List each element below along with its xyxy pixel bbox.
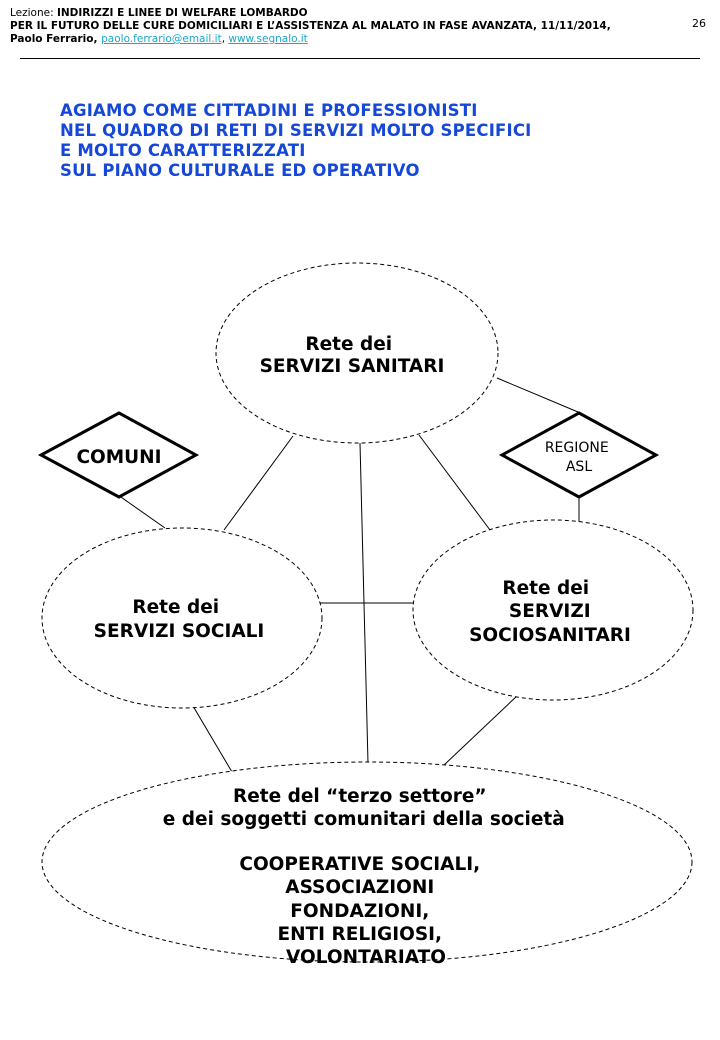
- label-regione-asl: REGIONE ASL: [545, 440, 613, 475]
- header-line-1: Lezione: INDIRIZZI E LINEE DI WELFARE LO…: [10, 7, 308, 19]
- heading-line: E MOLTO CARATTERIZZATI: [60, 141, 306, 160]
- page-header: Lezione: INDIRIZZI E LINEE DI WELFARE LO…: [10, 7, 700, 46]
- label-line: REGIONE: [545, 440, 609, 456]
- label-line: e dei soggetti comunitari della società: [163, 809, 565, 830]
- diamond-regione-asl: [498, 411, 660, 499]
- connector-comuni-sociali: [117, 494, 166, 529]
- label-sanitari: Rete dei SERVIZI SANITARI: [260, 334, 445, 377]
- label-line: FONDAZIONI,: [290, 901, 429, 922]
- heading-line: AGIAMO COME CITTADINI E PROFESSIONISTI: [60, 101, 478, 120]
- page-number: 26: [692, 17, 706, 30]
- label-line: Rete dei: [132, 597, 219, 618]
- page-heading: AGIAMO COME CITTADINI E PROFESSIONISTI N…: [60, 101, 700, 181]
- header-line-3: Paolo Ferrario, paolo.ferrario@email.it,…: [10, 33, 308, 45]
- connectors: [117, 377, 580, 773]
- connector-sanitari-sociosanitari: [418, 434, 491, 531]
- diamond-comuni: [37, 411, 200, 499]
- label-line: Rete dei: [305, 334, 392, 355]
- ellipse-servizi-sociosanitari: [412, 519, 694, 701]
- label-line: ASSOCIAZIONI: [285, 877, 434, 898]
- label-line: SERVIZI SANITARI: [260, 356, 445, 377]
- label-line: Rete del “terzo settore”: [233, 786, 487, 807]
- label-line: VOLONTARIATO: [286, 947, 446, 968]
- website-link[interactable]: www.segnalo.it: [228, 33, 308, 45]
- label-line: SERVIZI: [509, 601, 591, 622]
- label-line: ENTI RELIGIOSI,: [277, 924, 442, 945]
- connector-sanitari-regione: [496, 377, 579, 413]
- connector-sanitari-sociali: [223, 435, 294, 531]
- ellipse-servizi-sociali: [41, 527, 323, 709]
- label-line: SERVIZI SOCIALI: [94, 621, 265, 642]
- label-line: ASL: [566, 459, 592, 475]
- header-line-2: PER IL FUTURO DELLE CURE DOMICILIARI E L…: [10, 20, 611, 32]
- label-sociosanitari: Rete dei SERVIZI SOCIOSANITARI: [469, 578, 631, 646]
- connector-sociali-terzo: [192, 705, 233, 773]
- heading-line: NEL QUADRO DI RETI DI SERVIZI MOLTO SPEC…: [60, 121, 532, 140]
- connector-sociosanitari-terzo: [442, 694, 519, 767]
- ellipse-terzo-settore: [41, 761, 693, 963]
- email-link[interactable]: paolo.ferrario@email.it: [101, 33, 222, 45]
- lesson-title: INDIRIZZI E LINEE DI WELFARE LOMBARDO: [56, 7, 308, 19]
- label-comuni: COMUNI: [76, 447, 161, 468]
- label-line: Rete dei: [502, 578, 589, 599]
- ellipse-servizi-sanitari: [215, 262, 499, 444]
- label-terzo-settore: Rete del “terzo settore” e dei soggetti …: [163, 786, 571, 968]
- label-sociali: Rete dei SERVIZI SOCIALI: [94, 597, 265, 642]
- header-divider: [20, 58, 700, 59]
- author-name: Paolo Ferrario,: [10, 33, 102, 45]
- label-line: COOPERATIVE SOCIALI,: [239, 854, 480, 875]
- label-line: SOCIOSANITARI: [469, 625, 631, 646]
- heading-line: SUL PIANO CULTURALE ED OPERATIVO: [60, 161, 420, 180]
